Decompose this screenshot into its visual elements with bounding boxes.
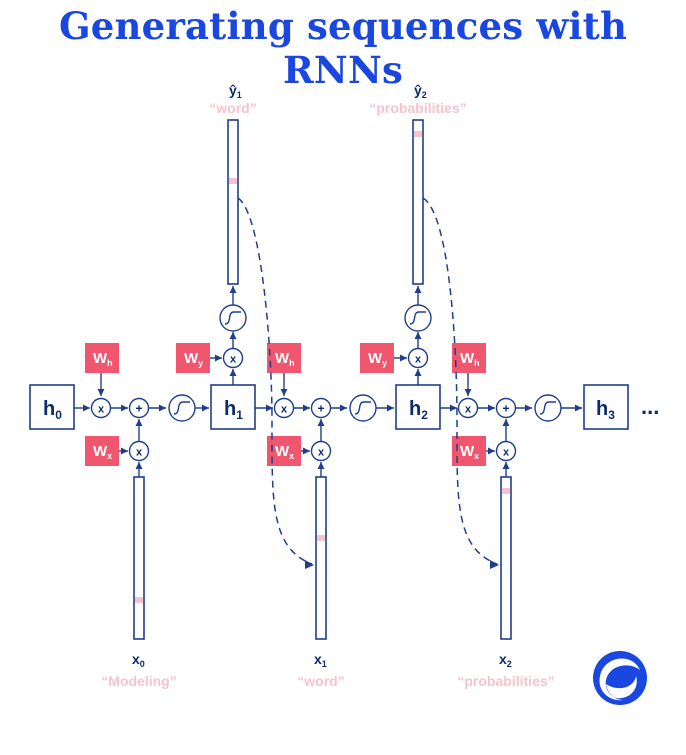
- svg-text:Wh: Wh: [460, 350, 480, 368]
- input-word-x2: “probabilities”: [457, 673, 554, 689]
- multiply-node: x: [222, 347, 244, 369]
- output-word-y1: “word”: [209, 100, 256, 116]
- svg-text:x: x: [281, 404, 288, 416]
- activation-node: [404, 304, 432, 332]
- svg-text:Wx: Wx: [460, 443, 479, 461]
- svg-text:Wy: Wy: [184, 350, 203, 368]
- hidden-state-h2: h2: [395, 384, 441, 430]
- output-word-y2: “probabilities”: [369, 100, 466, 116]
- feedback-arrow: [237, 197, 313, 565]
- multiply-node: x: [310, 440, 332, 462]
- input-label-x2: x2: [499, 651, 512, 669]
- multiply-node: x: [407, 347, 429, 369]
- svg-text:Wh: Wh: [275, 350, 295, 368]
- input-label-x1: x1: [314, 651, 327, 669]
- output-vector-y1: [227, 119, 239, 285]
- output-label-y1: ŷ1: [229, 82, 242, 100]
- svg-text:+: +: [317, 402, 324, 416]
- svg-text:Wx: Wx: [275, 443, 294, 461]
- ellipsis: ...: [641, 394, 659, 419]
- hidden-state-h1: h1: [210, 384, 256, 430]
- multiply-node: x: [457, 397, 479, 419]
- svg-text:h0: h0: [43, 398, 62, 422]
- svg-text:x: x: [318, 447, 325, 459]
- activation-node: [534, 394, 562, 422]
- weight-wh: Wh: [267, 343, 301, 373]
- weight-wy: Wy: [176, 343, 210, 373]
- svg-text:x: x: [136, 447, 143, 459]
- svg-text:+: +: [135, 402, 142, 416]
- feedback-arrowhead: [305, 560, 314, 569]
- activation-node: [168, 394, 196, 422]
- svg-text:Wy: Wy: [368, 350, 387, 368]
- hidden-state-h0: h0: [29, 384, 75, 430]
- svg-text:h2: h2: [409, 398, 428, 422]
- weight-wx: Wx: [85, 436, 119, 466]
- svg-text:h3: h3: [596, 398, 615, 422]
- multiply-node: x: [128, 440, 150, 462]
- add-node: +: [495, 397, 517, 419]
- add-node: +: [310, 397, 332, 419]
- feedback-arrowhead: [490, 560, 499, 569]
- weight-wh: Wh: [452, 343, 486, 373]
- weight-wy: Wy: [360, 343, 394, 373]
- svg-text:x: x: [465, 404, 472, 416]
- page-title: Generating sequences with RNNs: [58, 4, 628, 92]
- multiply-node: x: [90, 397, 112, 419]
- weight-wh: Wh: [85, 343, 119, 373]
- activation-node: [349, 394, 377, 422]
- input-vector-x2: [500, 476, 512, 640]
- multiply-node: x: [495, 440, 517, 462]
- svg-text:x: x: [415, 354, 422, 366]
- multiply-node: x: [273, 397, 295, 419]
- input-vector-x1: [315, 476, 327, 640]
- output-label-y2: ŷ2: [414, 82, 427, 100]
- feedback-arrow: [422, 197, 498, 565]
- svg-text:x: x: [503, 447, 510, 459]
- activation-node: [219, 304, 247, 332]
- svg-text:+: +: [502, 402, 509, 416]
- input-word-x1: “word”: [297, 673, 344, 689]
- add-node: +: [128, 397, 150, 419]
- input-label-x0: x0: [132, 651, 145, 669]
- input-word-x0: “Modeling”: [101, 673, 176, 689]
- svg-text:h1: h1: [224, 398, 243, 422]
- svg-text:Wx: Wx: [93, 443, 112, 461]
- hidden-state-h3: h3: [583, 384, 629, 430]
- logo-icon: [593, 651, 647, 705]
- svg-text:x: x: [98, 404, 105, 416]
- svg-text:Wh: Wh: [93, 350, 113, 368]
- svg-text:x: x: [230, 354, 237, 366]
- output-vector-y2: [412, 119, 424, 285]
- input-vector-x0: [133, 476, 145, 640]
